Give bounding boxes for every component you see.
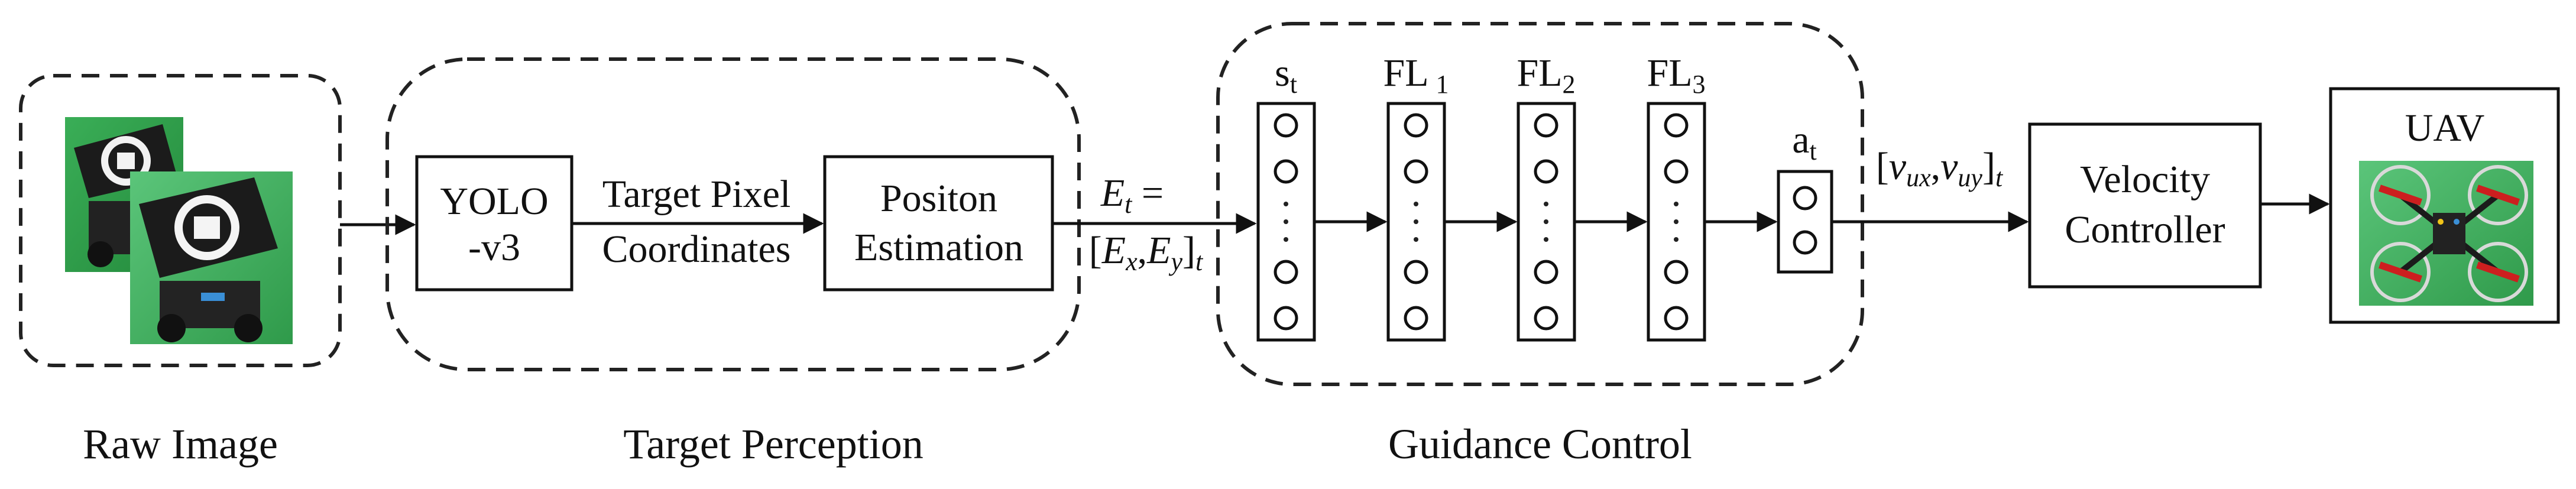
layer-column-fl2 — [1517, 102, 1576, 342]
neuron — [1274, 260, 1298, 284]
target-perception-dashed-border — [385, 57, 1081, 371]
neuron — [1274, 113, 1298, 138]
guidance-control-dashed-border — [1216, 22, 1864, 386]
uav-drone-photo — [2359, 161, 2533, 306]
position-estimation-label-line2: Estimation — [854, 226, 1023, 269]
raw-image-group: Raw Image — [19, 74, 342, 468]
velocity-controller-label-line2: Controller — [2065, 208, 2225, 251]
pixel-coordinates-label-line2: Coordinates — [602, 228, 791, 271]
position-estimation-label-line1: Positon — [880, 177, 997, 220]
error-signal-line1: Et = — [1100, 171, 1164, 219]
neuron — [1793, 230, 1817, 255]
layer-title-fl2: FL2 — [1517, 51, 1575, 99]
neuron — [1404, 113, 1428, 138]
pixel-coordinates-label-line1: Target Pixel — [602, 173, 791, 216]
yolo-label-line2: -v3 — [468, 226, 520, 269]
raw-image-dashed-border — [19, 74, 342, 367]
neuron — [1534, 260, 1558, 284]
target-perception-group: YOLO -v3 Target Pixel Coordinates Posito… — [385, 57, 1081, 468]
velocity-controller-block: Velocity Controller — [2028, 122, 2262, 289]
neuron — [1404, 159, 1428, 184]
neuron — [1404, 260, 1428, 284]
velocity-command-label: [vux,vuy]t — [1876, 145, 2004, 192]
error-signal-line2: [Ex,Ey]t — [1089, 229, 1204, 276]
layer-column-fl1 — [1386, 102, 1446, 342]
neuron — [1664, 159, 1689, 184]
neuron — [1664, 260, 1689, 284]
uav-title: UAV — [2405, 106, 2484, 150]
layer-title-state: st — [1275, 51, 1297, 99]
neuron — [1793, 186, 1817, 211]
neuron — [1664, 113, 1689, 138]
target-perception-caption: Target Perception — [623, 420, 923, 468]
neuron — [1404, 306, 1428, 331]
yolo-label-line1: YOLO — [440, 180, 548, 223]
yolo-box — [415, 155, 573, 292]
guidance-control-caption: Guidance Control — [1388, 420, 1692, 468]
uav-block: UAV — [2329, 87, 2560, 324]
neuron — [1274, 306, 1298, 331]
raw-image-caption: Raw Image — [83, 420, 278, 468]
layer-column-action — [1777, 170, 1833, 274]
layer-column-state — [1256, 102, 1316, 342]
velocity-controller-label-line1: Velocity — [2080, 158, 2210, 201]
neuron — [1534, 306, 1558, 331]
neuron — [1274, 159, 1298, 184]
velocity-controller-box — [2028, 122, 2262, 289]
layer-title-fl3: FL3 — [1647, 51, 1705, 99]
neuron — [1534, 113, 1558, 138]
layer-column-fl3 — [1647, 102, 1706, 342]
neuron — [1664, 306, 1689, 331]
position-estimation-box — [823, 155, 1054, 292]
ugv-photo-front — [130, 171, 293, 344]
neuron — [1534, 159, 1558, 184]
layer-title-action: at — [1792, 118, 1817, 166]
